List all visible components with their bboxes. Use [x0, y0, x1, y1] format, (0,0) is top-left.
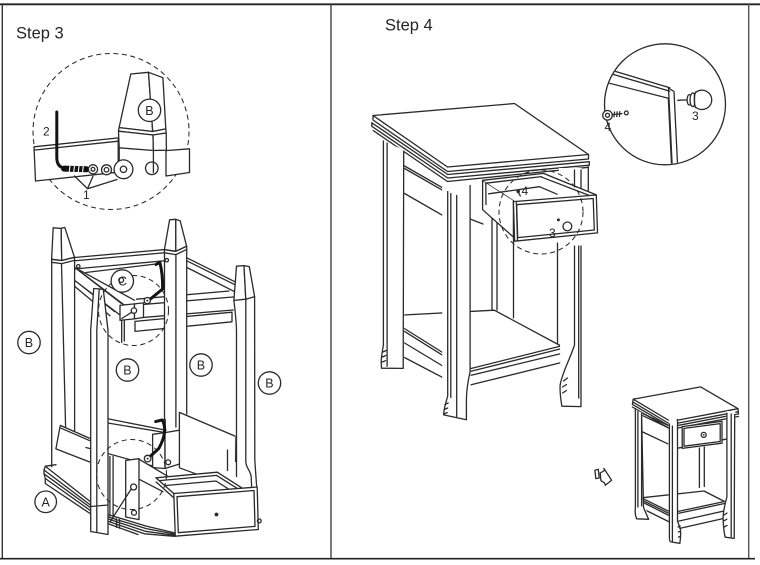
svg-text:B: B	[25, 336, 33, 350]
svg-text:1: 1	[83, 188, 90, 202]
svg-text:A: A	[42, 495, 51, 509]
svg-text:3: 3	[692, 109, 699, 123]
svg-text:B: B	[123, 364, 131, 378]
svg-text:4: 4	[522, 184, 529, 198]
svg-text:3: 3	[549, 226, 556, 240]
svg-text:B: B	[197, 359, 205, 373]
svg-text:2: 2	[43, 125, 50, 139]
svg-text:Step 4: Step 4	[385, 17, 433, 35]
svg-text:C: C	[118, 275, 127, 289]
svg-text:B: B	[145, 104, 153, 118]
svg-text:Step 3: Step 3	[16, 25, 64, 43]
svg-text:B: B	[265, 377, 273, 391]
svg-text:4: 4	[605, 120, 612, 134]
